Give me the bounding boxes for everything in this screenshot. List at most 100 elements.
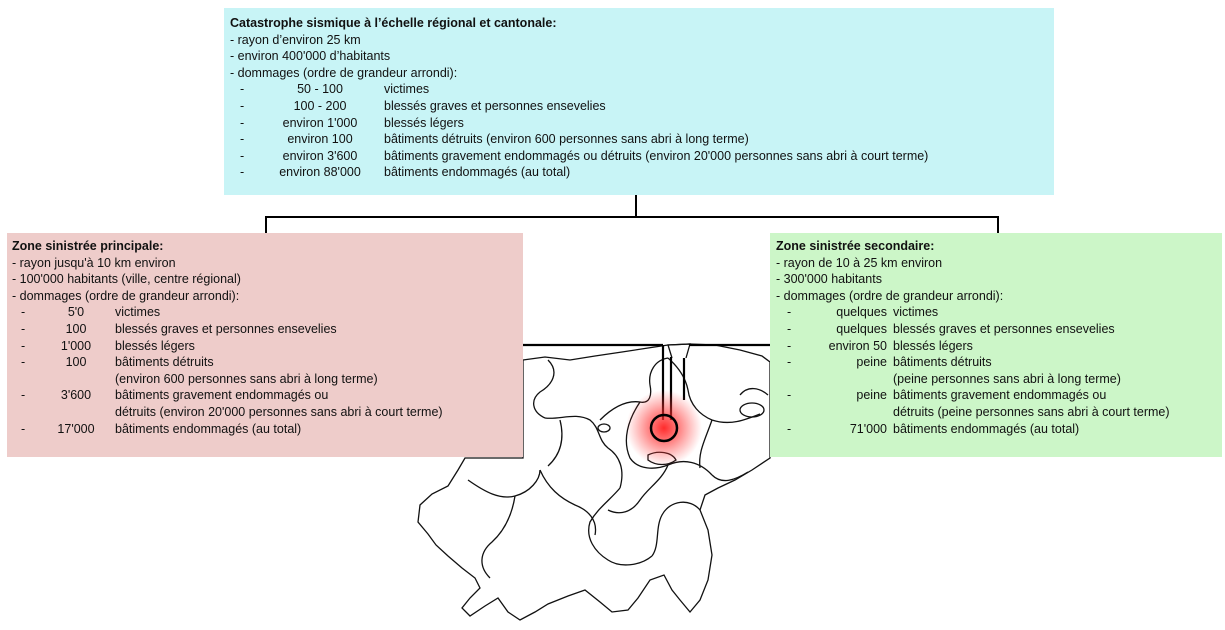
info-line: - 100'000 habitants (ville, centre régio…: [12, 272, 241, 287]
damage-qty: environ 100: [287, 132, 353, 147]
epicenter-marker-icon: [626, 390, 702, 466]
regional-catastrophe-box: Catastrophe sismique à l’échelle régiona…: [224, 8, 1054, 195]
damage-dash: -: [787, 338, 792, 353]
damage-dash: [776, 371, 803, 388]
damage-desc: bâtiments gravement endommagés ou: [115, 388, 329, 403]
canton-line: [481, 495, 516, 579]
damage-desc: bâtiments détruits: [115, 355, 214, 370]
damage-dash: [776, 404, 803, 421]
damage-qty: environ 88'000: [279, 165, 361, 180]
primary-zone-title: Zone sinistrée principale:: [12, 239, 164, 253]
damage-desc: victimes: [893, 305, 939, 320]
damage-qty: 71'000: [849, 421, 887, 436]
info-line: - environ 400'000 d’habitants: [230, 49, 391, 64]
damage-qty: [37, 371, 115, 388]
canton-line: [533, 359, 555, 419]
map-border: [417, 343, 771, 621]
damage-desc: blessés légers: [384, 115, 464, 130]
damage-dash: -: [21, 421, 26, 436]
damage-desc: bâtiments détruits: [893, 355, 992, 370]
damage-dash: -: [787, 355, 792, 370]
canton-line: [547, 419, 563, 467]
damage-dash: -: [21, 355, 26, 370]
damage-desc: bâtiments endommagés (au total): [893, 421, 1080, 436]
canton-line: [699, 419, 713, 469]
damage-row: - quelques blessés graves et personnes ens…: [776, 321, 1216, 338]
damage-dash: -: [21, 388, 26, 403]
canton-line: [739, 387, 769, 396]
canton-line: [607, 464, 669, 514]
damage-desc: victimes: [384, 82, 430, 97]
damage-qty: 1'000: [60, 338, 92, 353]
lake: [739, 402, 765, 418]
damage-qty: quelques: [836, 321, 887, 336]
damage-dash: -: [787, 321, 792, 336]
damage-qty: 50 - 100: [297, 82, 343, 97]
damage-row: (peine personnes sans abri à long terme): [776, 371, 1216, 388]
damage-dash: -: [240, 115, 245, 130]
damage-dash: -: [787, 305, 792, 320]
canton-line: [711, 471, 749, 482]
damage-row: détruits (peine personnes sans abri à co…: [776, 404, 1216, 421]
damage-row: - 3'600 bâtiments gravement endommagés ou: [12, 387, 517, 404]
damage-qty: [803, 371, 893, 388]
damage-desc: (environ 600 personnes sans abri à long …: [115, 371, 378, 386]
damage-desc: détruits (peine personnes sans abri à co…: [893, 404, 1170, 419]
primary-zone-box: Zone sinistrée principale: - rayon jusqu…: [7, 233, 523, 457]
damage-qty: 17'000: [57, 421, 95, 436]
damage-desc: victimes: [115, 305, 161, 320]
secondary-zone-title: Zone sinistrée secondaire:: [776, 239, 935, 253]
damage-qty: [803, 404, 893, 421]
lake: [597, 423, 611, 433]
damage-dash: -: [240, 132, 245, 147]
damage-dash: -: [240, 165, 245, 180]
damage-qty: quelques: [836, 305, 887, 320]
canton-line: [544, 415, 623, 489]
info-line: - dommages (ordre de grandeur arrondi):: [12, 288, 240, 303]
damage-desc: bâtiments endommagés (au total): [384, 165, 571, 180]
canton-line: [667, 343, 691, 359]
regional-catastrophe-title: Catastrophe sismique à l’échelle régiona…: [230, 16, 557, 30]
damage-desc: blessés graves et personnes ensevelies: [115, 321, 337, 336]
info-line: - rayon d’environ 25 km: [230, 32, 361, 47]
canton-line: [467, 469, 541, 498]
damage-dash: -: [240, 98, 245, 113]
connector-map: [523, 343, 770, 420]
info-line: - rayon jusqu'à 10 km environ: [12, 255, 176, 270]
damage-desc: blessés graves et personnes ensevelies: [893, 321, 1115, 336]
damage-desc: bâtiments endommagés (au total): [115, 421, 302, 436]
damage-row: - 71'000 bâtiments endommagés (au total): [776, 421, 1216, 438]
damage-list: - quelques victimes - quelques blessés graves…: [776, 304, 1216, 437]
damage-qty: 3'600: [60, 388, 92, 403]
damage-qty: [37, 404, 115, 421]
damage-dash: -: [787, 421, 792, 436]
canton-line: [539, 469, 597, 536]
damage-row: (environ 600 personnes sans abri à long …: [12, 371, 517, 388]
damage-row: détruits (environ 20'000 personnes sans …: [12, 404, 517, 421]
damage-dash: [12, 371, 37, 388]
damage-desc: (peine personnes sans abri à long terme): [893, 371, 1121, 386]
info-line: - dommages (ordre de grandeur arrondi):: [776, 288, 1004, 303]
damage-row: - 17'000 bâtiments endommagés (au total): [12, 421, 517, 438]
damage-desc: bâtiments gravement endommagés ou: [893, 388, 1107, 403]
info-line: - dommages (ordre de grandeur arrondi):: [230, 65, 458, 80]
damage-row: - 100 bâtiments détruits: [12, 354, 517, 371]
damage-dash: -: [21, 321, 26, 336]
damage-qty: 100 - 200: [293, 98, 347, 113]
info-line: - rayon de 10 à 25 km environ: [776, 255, 943, 270]
info-line: - 300'000 habitants: [776, 272, 882, 287]
damage-qty: 100: [65, 355, 87, 370]
damage-qty: peine: [856, 388, 887, 403]
